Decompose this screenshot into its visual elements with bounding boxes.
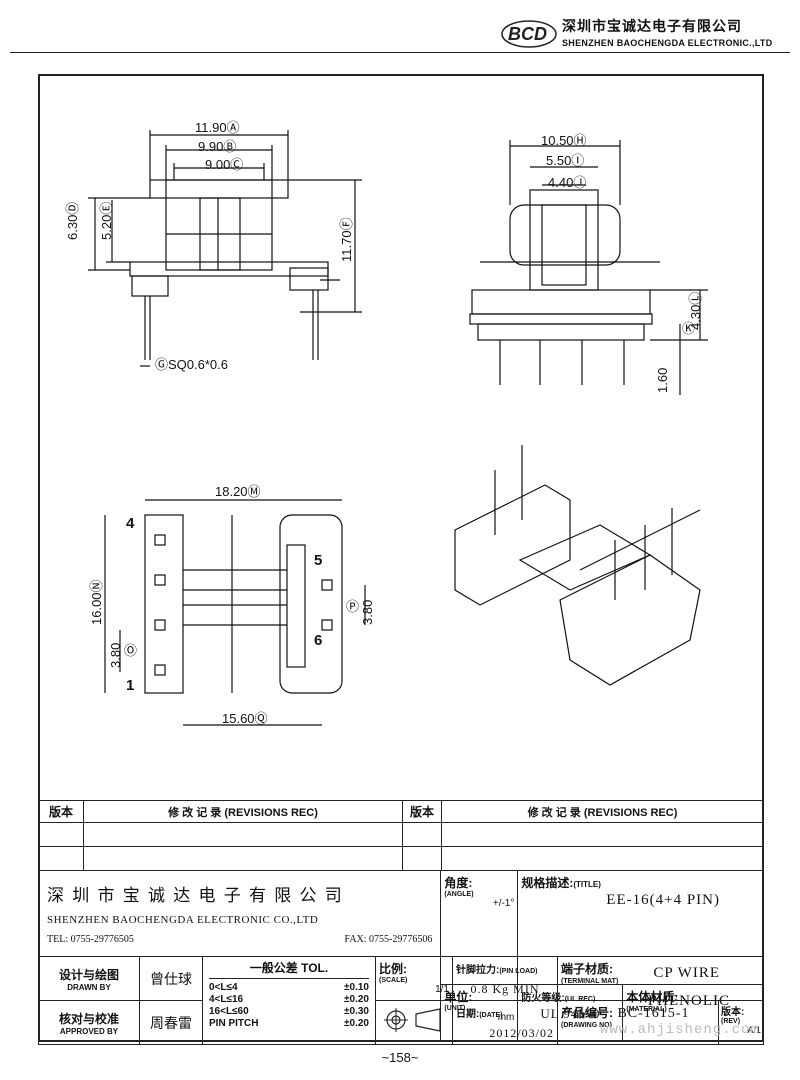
projection-symbol-icon [384, 1008, 441, 1032]
drawing-no-value: BC-1615-1 [617, 1006, 690, 1021]
tol-row: 16<L≤60 ±0.30 [209, 1006, 369, 1018]
pin-load-value: 0.8 Kg MIN [470, 982, 540, 996]
approved-cell: 核对与校准 APPROVED BY [38, 1000, 140, 1045]
rev-label: 版本: [721, 1007, 745, 1018]
dim-f: 11.70Ⓕ [339, 217, 354, 262]
tol-range: PIN PITCH [209, 1018, 259, 1029]
pin-load-label: 针脚拉力: [456, 965, 500, 976]
pin-label-5: 5 [314, 552, 323, 569]
tol-row: 4<L≤16 ±0.20 [209, 994, 369, 1006]
watermark: www.ahjisheng.com [600, 1022, 760, 1038]
terminal-label: 端子材质: [561, 962, 613, 976]
dim-h: 10.50Ⓗ [541, 133, 587, 148]
rev-col1-title: 修 改 记 录 (REVISIONS REC) [83, 800, 403, 823]
terminal-value: CP WIRE [653, 965, 720, 981]
drawn-value: 曾仕球 [139, 956, 203, 1001]
rev-col2-label: 版本 [402, 800, 442, 823]
approved-label-en: APPROVED BY [59, 1026, 119, 1036]
dim-m: 18.20Ⓜ [215, 484, 261, 499]
tb-tel: TEL: 0755-29776505 [47, 934, 134, 945]
date-label-en: (DATE) [479, 1012, 503, 1019]
tol-range: 16<L≤60 [209, 1006, 249, 1017]
approved-value: 周春雷 [139, 1000, 203, 1045]
scale-value: 1/1 [435, 984, 449, 995]
drawing-no-label: 产品编号: [561, 1006, 613, 1020]
pin-label-6: 6 [314, 632, 323, 649]
rev-value: A/1 [747, 1025, 761, 1035]
tol-range: 0<L≤4 [209, 982, 238, 993]
title-block-lower: 设计与绘图 DRAWN BY 曾仕球 一般公差 TOL. 0<L≤4 ±0.10 … [38, 956, 764, 1045]
rev-label-en: (REV) [721, 1018, 741, 1025]
dim-j: 4.40Ⓙ [548, 175, 587, 190]
drawn-label-en: DRAWN BY [67, 982, 111, 992]
rev-col2-title: 修 改 记 录 (REVISIONS REC) [441, 800, 764, 823]
revisions-table: 版本 修 改 记 录 (REVISIONS REC) 版本 修 改 记 录 (R… [38, 800, 764, 871]
tb-company-cn: 深 圳 市 宝 诚 达 电 子 有 限 公 司 [47, 886, 344, 905]
dim-b: 9.90Ⓑ [198, 139, 237, 154]
tb-fax: FAX: 0755-29776506 [344, 934, 433, 945]
rev-col1-label: 版本 [38, 800, 84, 823]
dim-e: 5.20Ⓔ [99, 201, 114, 240]
tol-row: 0<L≤4 ±0.10 [209, 982, 369, 994]
dim-p: Ⓟ [346, 599, 360, 614]
dim-q: 15.60Ⓠ [222, 711, 268, 726]
header-company-en: SHENZHEN BAOCHENGDA ELECTRONIC.,LTD [562, 38, 773, 48]
technical-drawing [88, 130, 708, 726]
header-rule [10, 52, 790, 53]
title-label: 规格描述: [521, 876, 574, 890]
projection-symbol-cell [375, 1000, 453, 1045]
dim-k-value: 1.60 [655, 367, 670, 393]
dim-c: 9.00Ⓒ [205, 157, 244, 172]
angle-value: +/-1° [492, 898, 515, 909]
scale-label-en: (SCALE) [379, 977, 408, 984]
header-logo: BCD [500, 14, 558, 52]
dim-d: 6.30Ⓓ [65, 201, 80, 240]
tol-value: ±0.30 [344, 1006, 369, 1017]
title-label-en: (TITLE) [573, 880, 601, 889]
tolerance-cell: 一般公差 TOL. 0<L≤4 ±0.10 4<L≤16 ±0.20 16<L≤60… [202, 956, 376, 1045]
pin-load-label-en: (PIN LOAD) [499, 968, 538, 975]
tb-company-en: SHENZHEN BAOCHENGDA ELECTRONIC CO.,LTD [47, 914, 319, 926]
dim-p-value: 3.80 [360, 599, 375, 625]
dim-n: 16.00Ⓝ [89, 579, 104, 625]
bottom-view [104, 499, 366, 726]
header-company-cn: 深圳市宝诚达电子有限公司 [562, 18, 742, 34]
title-value: EE-16(4+4 PIN) [606, 892, 720, 908]
drawn-label: 设计与绘图 [58, 967, 119, 982]
dim-k: Ⓚ [682, 321, 696, 336]
dim-i: 5.50Ⓘ [546, 153, 585, 168]
date-label: 日期: [456, 1009, 480, 1020]
date-value: 2012/03/02 [489, 1026, 554, 1040]
drawing-no-label-en: (DRAWING NO) [561, 1022, 612, 1029]
tol-row: PIN PITCH ±0.20 [209, 1018, 369, 1030]
side-view [469, 140, 708, 395]
angle-label-en: (ANGLE) [444, 891, 474, 898]
angle-label: 角度: [444, 876, 473, 890]
page-number: ~158~ [381, 1050, 419, 1065]
terminal-label-en: (TERMINAL MAT) [561, 978, 619, 985]
tol-value: ±0.20 [344, 1018, 369, 1029]
tol-title: 一般公差 TOL. [209, 959, 369, 979]
dim-o-value: 3.80 [108, 642, 123, 668]
logo-text: BCD [508, 24, 547, 44]
scale-cell: 比例: (SCALE) 1/1 [375, 956, 453, 1001]
scale-label: 比例: [379, 962, 407, 976]
isometric-view [454, 445, 701, 686]
tol-value: ±0.20 [344, 994, 369, 1005]
dim-o: Ⓞ [124, 643, 138, 658]
front-view [88, 130, 362, 367]
dim-a: 11.90Ⓐ [195, 120, 240, 135]
dim-g: ⒼSQ0.6*0.6 [155, 357, 228, 372]
drawn-cell: 设计与绘图 DRAWN BY [38, 956, 140, 1001]
tol-value: ±0.10 [344, 982, 369, 993]
pin-label-4: 4 [126, 515, 135, 532]
pin-label-1: 1 [126, 677, 135, 694]
tol-range: 4<L≤16 [209, 994, 244, 1005]
approved-label: 核对与校准 [58, 1011, 119, 1026]
terminal-cell: 端子材质: (TERMINAL MAT) CP WIRE [557, 956, 764, 1001]
logo-mark: BCD [501, 20, 557, 48]
pin-load-cell: 针脚拉力:(PIN LOAD) 0.8 Kg MIN [452, 956, 558, 1001]
rev-cell: 版本: (REV) A/1 [718, 1000, 764, 1045]
date-cell: 日期:(DATE) 2012/03/02 [452, 1000, 558, 1045]
